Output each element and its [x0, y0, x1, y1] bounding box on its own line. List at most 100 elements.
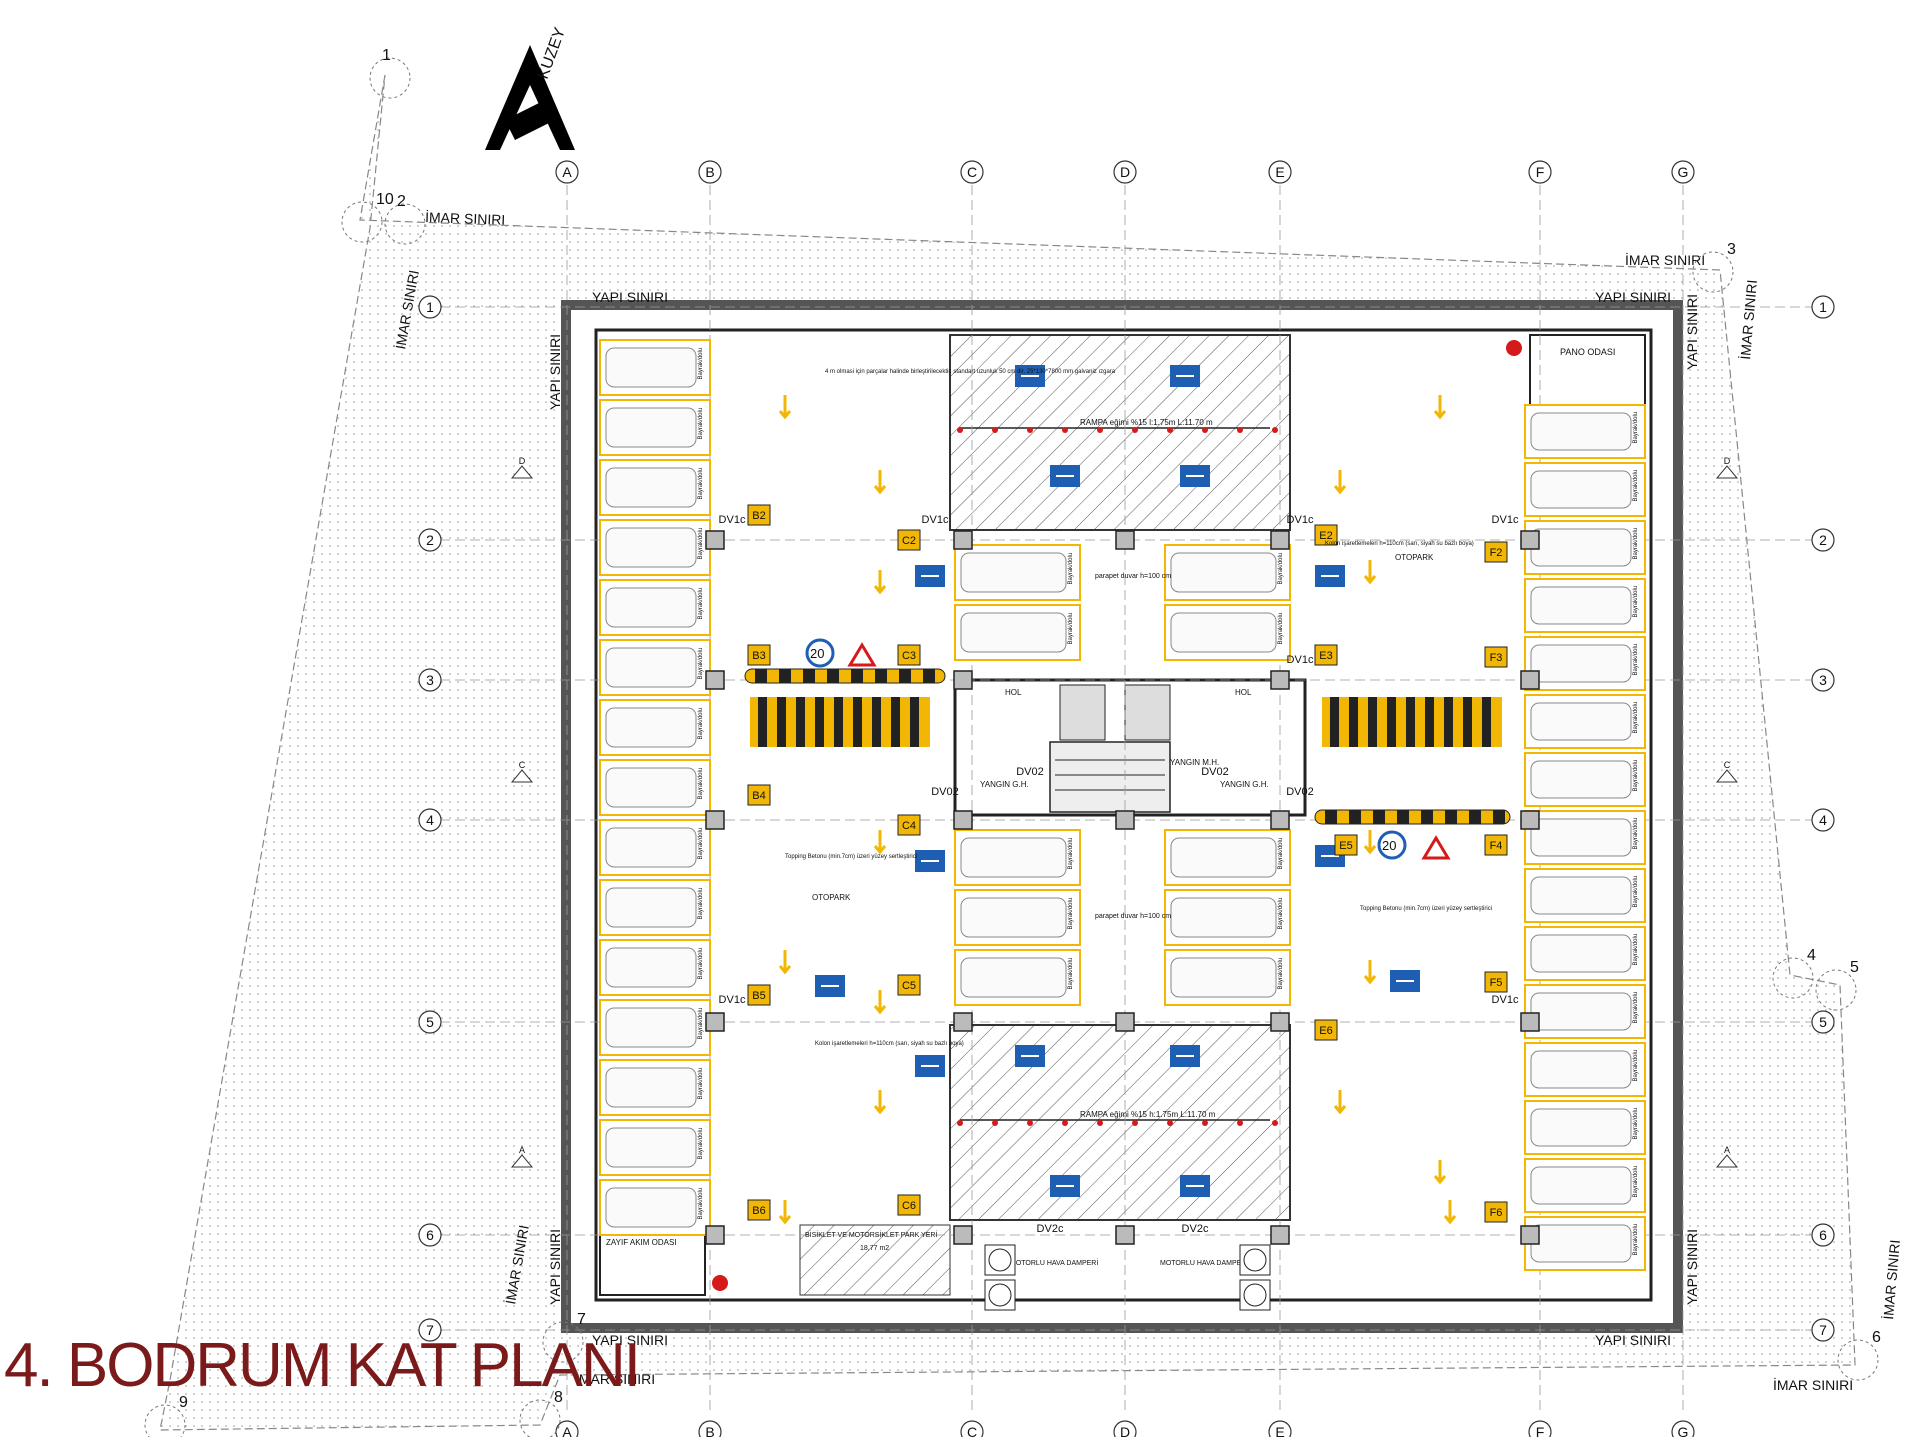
grid-row-label: 2 [1819, 532, 1827, 548]
structural-column [953, 1225, 973, 1245]
page-title: 4. BODRUM KAT PLANI [4, 1331, 641, 1400]
grid-col-label: B [705, 164, 714, 180]
bike-area-label: BİSİKLET VE MOTORSİKLET PARK YERİ [805, 1230, 937, 1239]
yapi-label-left-bottom: YAPI SINIRI [547, 1229, 563, 1305]
space-label: Bayrak/dolu [698, 1008, 704, 1040]
ramp-marker [1167, 427, 1173, 433]
pedestrian-crossings [750, 697, 1502, 747]
section-mark-icon [510, 465, 534, 479]
structural-column [705, 1225, 725, 1245]
bump-stripe [899, 669, 911, 683]
door-tag: DV1c [922, 514, 949, 526]
car-icon [960, 612, 1067, 653]
zone-tag-label: B3 [752, 650, 765, 662]
space-label: Bayrak/dolu [698, 408, 704, 440]
bump-stripe [875, 669, 887, 683]
note-parapet-1: parapet duvar h=100 cm [1095, 573, 1171, 580]
structural-column [1520, 670, 1540, 690]
grid-bubble [418, 1010, 442, 1034]
car-icon [1530, 760, 1632, 799]
speed-limit-left: 20 [810, 646, 824, 661]
grid-bubble [418, 295, 442, 319]
corner-point-label: 2 [397, 193, 406, 210]
zone-tag-label: F2 [1490, 547, 1503, 559]
section-mark-icon [510, 1154, 534, 1168]
note-kolon-left: Kolon işaretlemeleri h=110cm (sarı, siya… [815, 1041, 964, 1047]
ramp-marker [1097, 1120, 1103, 1126]
car-icon [1530, 528, 1632, 567]
note-topping-right: Topping Betonu (min.7cm) üzeri yüzey ser… [1360, 906, 1492, 912]
car-icon [605, 347, 697, 388]
car-icon [1530, 1166, 1632, 1205]
space-label: Bayrak/dolu [698, 648, 704, 680]
zone-tag [897, 1194, 921, 1216]
space-label: Bayrak/dolu [1633, 818, 1639, 850]
traffic-arrow-icon [1443, 1200, 1457, 1225]
structural-column [1270, 810, 1290, 830]
ramp-marker [1027, 1120, 1033, 1126]
ramp-marker [957, 1120, 963, 1126]
zone-tag [1314, 524, 1338, 546]
car-icon [605, 587, 697, 628]
zone-tag [1484, 541, 1508, 563]
corner-point-marker [1837, 1339, 1879, 1381]
bump-stripe [1421, 810, 1433, 824]
corner-point-label: 6 [1872, 1329, 1881, 1346]
corner-point-marker [384, 203, 426, 245]
space-label: Bayrak/dolu [1633, 702, 1639, 734]
zone-tag [1314, 1019, 1338, 1041]
zone-tag [1484, 646, 1508, 668]
traffic-arrow-icon [873, 570, 887, 595]
structural-column [1520, 1012, 1540, 1032]
ramp-marker [1272, 427, 1278, 433]
yangin-right-label: YANGIN G.H. [1220, 780, 1269, 789]
speed-limit-icon: 20 [805, 638, 835, 668]
car-icon [1170, 612, 1277, 653]
grid-row-label: 4 [426, 812, 434, 828]
car-icon [1530, 644, 1632, 683]
space-label: Bayrak/dolu [698, 528, 704, 560]
section-mark-label: C [519, 760, 526, 770]
yapi-label-left-top: YAPI SINIRI [547, 334, 563, 410]
traffic-arrow-icon [1333, 1090, 1347, 1115]
warning-triangle-icon [847, 642, 877, 667]
space-label: Bayrak/dolu [698, 708, 704, 740]
crossing-stripe [910, 697, 919, 747]
structural-column [1270, 1225, 1290, 1245]
car-icon [1170, 957, 1277, 998]
grid-row-label: 3 [426, 672, 434, 688]
zone-tag [897, 644, 921, 666]
section-mark-label: C [1724, 760, 1731, 770]
grid-bubble [1811, 1010, 1835, 1034]
door-tag: DV2c [1037, 1223, 1064, 1235]
grid-bubble [1671, 160, 1695, 184]
car-icon [1530, 470, 1632, 509]
structural-column [705, 530, 725, 550]
ramp-bottom [949, 1024, 1291, 1221]
note-parapet-2: parapet duvar h=100 cm [1095, 913, 1171, 920]
zone-tag-label: E6 [1319, 1025, 1332, 1037]
crossing-stripe [1330, 697, 1339, 747]
corner-point-marker [542, 1321, 584, 1363]
ramp-marker [1097, 427, 1103, 433]
north-label: KUZEY [535, 25, 569, 81]
car-icon [1530, 1108, 1632, 1147]
bump-stripe [1325, 810, 1337, 824]
space-label: Bayrak/dolu [1633, 586, 1639, 618]
pano-room [1529, 334, 1646, 406]
zone-tag-label: B6 [752, 1205, 765, 1217]
imar-label-top: İMAR SINIRI [425, 208, 506, 228]
traffic-arrow-icon [778, 950, 792, 975]
door-tag: DV1c [1287, 654, 1314, 666]
crossing-stripe [1463, 697, 1472, 747]
grid-bubble [698, 1420, 722, 1437]
grid-row-label: 6 [1819, 1227, 1827, 1243]
zone-tag [747, 984, 771, 1006]
yapi-label-right-bottom: YAPI SINIRI [1684, 1229, 1700, 1305]
otopark-right-label: OTOPARK [1395, 553, 1434, 562]
grid-row-label: 2 [426, 532, 434, 548]
structural-column [953, 670, 973, 690]
space-label: Bayrak/dolu [1278, 958, 1284, 990]
crossing-stripe [1444, 697, 1453, 747]
